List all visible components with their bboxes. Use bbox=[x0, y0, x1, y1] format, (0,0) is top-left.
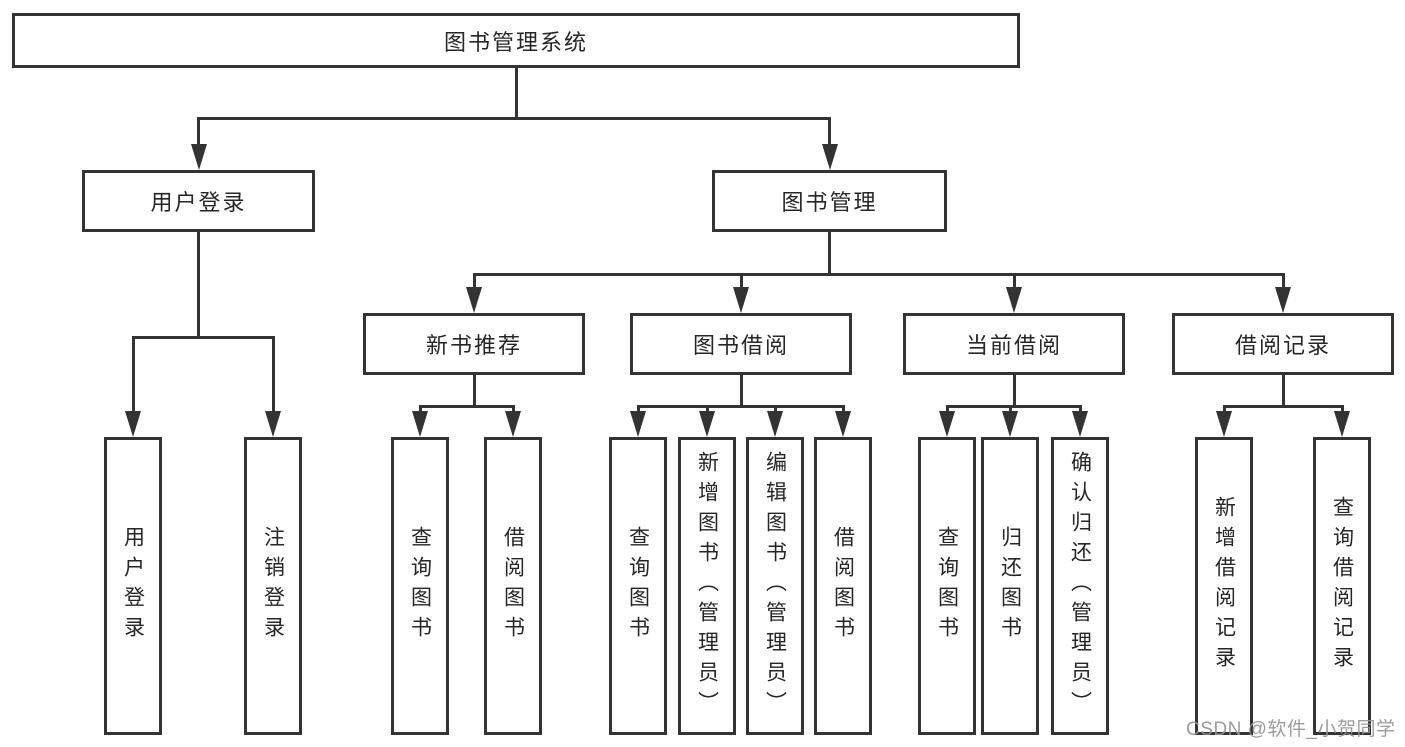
arrow-down-icon bbox=[1006, 287, 1022, 313]
connector-stem bbox=[197, 232, 200, 336]
arrow-down-icon bbox=[466, 287, 482, 313]
node-label: 注销登录 bbox=[261, 526, 285, 646]
connector-drop bbox=[1281, 273, 1285, 289]
node-label: 新增图书（管理员） bbox=[695, 451, 719, 721]
node-leaf-confirm-return: 确认归还（管理员） bbox=[1051, 437, 1109, 735]
connector-bar bbox=[1222, 405, 1344, 408]
node-label: 图书借阅 bbox=[692, 333, 789, 358]
connector-drop bbox=[1222, 405, 1226, 413]
arrow-down-icon bbox=[265, 411, 281, 437]
arrow-down-icon bbox=[939, 411, 955, 437]
node-leaf-return-book: 归还图书 bbox=[981, 437, 1039, 735]
node-leaf-user-login: 用户登录 bbox=[104, 437, 162, 735]
node-label: 当前借阅 bbox=[965, 333, 1062, 358]
node-label: 查询图书 bbox=[408, 526, 432, 646]
node-label: 图书管理系统 bbox=[443, 29, 588, 55]
node-label: 借阅图书 bbox=[501, 526, 525, 646]
node-leaf-logout: 注销登录 bbox=[244, 437, 302, 735]
connector-drop bbox=[1008, 405, 1012, 413]
arrow-down-icon bbox=[1334, 411, 1350, 437]
connector-bar bbox=[418, 405, 515, 408]
arrow-down-icon bbox=[630, 411, 646, 437]
node-root: 图书管理系统 bbox=[12, 13, 1020, 68]
connector-drop bbox=[1078, 405, 1082, 413]
connector-bar bbox=[636, 405, 845, 408]
node-borrow-records: 借阅记录 bbox=[1172, 313, 1394, 375]
arrow-down-icon bbox=[821, 144, 838, 170]
node-label: 编辑图书（管理员） bbox=[763, 451, 787, 721]
connector-bar bbox=[131, 336, 275, 339]
connector-bar bbox=[472, 273, 1285, 276]
node-book-borrow: 图书借阅 bbox=[630, 313, 852, 375]
node-label: 新增借阅记录 bbox=[1212, 496, 1236, 676]
arrow-down-icon bbox=[699, 411, 715, 437]
connector-drop bbox=[636, 405, 640, 413]
node-label: 归还图书 bbox=[998, 526, 1022, 646]
node-leaf-add-record: 新增借阅记录 bbox=[1195, 437, 1253, 735]
connector-drop bbox=[197, 117, 200, 146]
arrow-down-icon bbox=[412, 411, 428, 437]
node-current-borrow: 当前借阅 bbox=[903, 313, 1125, 375]
node-label: 查询借阅记录 bbox=[1330, 496, 1354, 676]
node-label: 查询图书 bbox=[935, 526, 959, 646]
node-label: 新书推荐 bbox=[425, 333, 522, 358]
connector-drop bbox=[472, 273, 476, 289]
connector-drop bbox=[131, 336, 135, 413]
connector-stem bbox=[1281, 375, 1285, 405]
node-user-login: 用户登录 bbox=[82, 170, 315, 232]
connector-drop bbox=[705, 405, 709, 413]
node-book-mgmt: 图书管理 bbox=[712, 170, 947, 232]
connector-drop bbox=[945, 405, 949, 413]
arrow-down-icon bbox=[1002, 411, 1018, 437]
connector-drop bbox=[511, 405, 515, 413]
arrow-down-icon bbox=[733, 287, 749, 313]
node-label: 用户登录 bbox=[121, 526, 145, 646]
connector-drop bbox=[1340, 405, 1344, 413]
node-leaf-add-book: 新增图书（管理员） bbox=[678, 437, 736, 735]
arrow-down-icon bbox=[835, 411, 851, 437]
node-label: 借阅记录 bbox=[1234, 333, 1331, 358]
node-label: 确认归还（管理员） bbox=[1068, 451, 1092, 721]
node-leaf-borrow-book-2: 借阅图书 bbox=[814, 437, 872, 735]
connector-stem bbox=[472, 375, 476, 405]
connector-bar bbox=[945, 405, 1082, 408]
connector-stem bbox=[828, 232, 831, 273]
arrow-down-icon bbox=[1072, 411, 1088, 437]
connector-drop bbox=[841, 405, 845, 413]
node-new-book-rec: 新书推荐 bbox=[363, 313, 585, 375]
node-label: 图书管理 bbox=[781, 190, 878, 215]
connector-drop bbox=[271, 336, 275, 413]
node-leaf-query-record: 查询借阅记录 bbox=[1313, 437, 1371, 735]
arrow-down-icon bbox=[767, 411, 783, 437]
arrow-down-icon bbox=[190, 144, 207, 170]
node-leaf-query-book-2: 查询图书 bbox=[609, 437, 667, 735]
node-label: 查询图书 bbox=[626, 526, 650, 646]
connector-drop bbox=[1012, 273, 1016, 289]
connector-drop bbox=[739, 273, 743, 289]
node-leaf-query-book-3: 查询图书 bbox=[918, 437, 976, 735]
watermark: CSDN @软件_小贺同学 bbox=[1186, 719, 1396, 740]
connector-stem bbox=[739, 375, 743, 405]
connector-bar bbox=[197, 117, 831, 120]
connector-stem bbox=[1012, 375, 1016, 405]
node-leaf-query-book-1: 查询图书 bbox=[391, 437, 449, 735]
arrow-down-icon bbox=[1216, 411, 1232, 437]
node-leaf-borrow-book-1: 借阅图书 bbox=[484, 437, 542, 735]
connector-drop bbox=[418, 405, 422, 413]
node-label: 借阅图书 bbox=[831, 526, 855, 646]
node-leaf-edit-book: 编辑图书（管理员） bbox=[746, 437, 804, 735]
connector-drop bbox=[773, 405, 777, 413]
arrow-down-icon bbox=[125, 411, 141, 437]
arrow-down-icon bbox=[505, 411, 521, 437]
connector-stem bbox=[514, 68, 518, 117]
node-label: 用户登录 bbox=[150, 190, 247, 215]
connector-drop bbox=[828, 117, 831, 146]
arrow-down-icon bbox=[1275, 287, 1291, 313]
